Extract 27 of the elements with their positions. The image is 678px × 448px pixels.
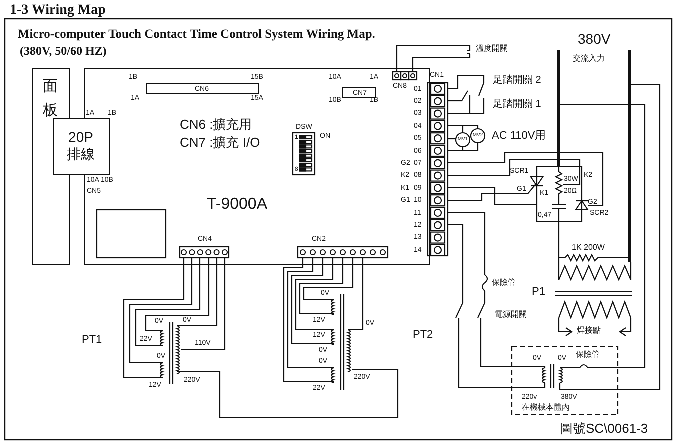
transformer-label: PT2	[413, 330, 434, 341]
transformer-label: PT1	[82, 335, 102, 346]
voltage-label: AC 110V用	[492, 131, 546, 142]
voltage-label: 380V	[578, 32, 611, 46]
board-model-label: T-9000A	[207, 195, 268, 214]
subtitle-text: Micro-computer Touch Contact Time Control System Wiring Map.	[18, 28, 376, 40]
spec-text: (380V, 50/60 HZ)	[20, 45, 107, 57]
input-label: 交流入力	[573, 55, 605, 63]
note-text: 焊接點	[577, 327, 601, 335]
drawing-number: 圖號SC\0061-3	[560, 422, 648, 435]
component-label: 保險管	[576, 351, 600, 359]
switch-label: 電源開關	[495, 311, 527, 319]
cable-label: 20P 排線	[66, 129, 96, 163]
connector-box	[342, 87, 376, 98]
connector-note: CN7 :擴充 I/O	[180, 136, 260, 149]
switch-label: 足踏開關 2	[493, 76, 542, 86]
panel-label: 面板	[43, 77, 59, 121]
ribbon-cable-box	[53, 118, 110, 175]
component-label: 保險管	[492, 279, 516, 287]
note-text: 在機械本體內	[522, 404, 570, 412]
section-title: 1-3 Wiring Map	[10, 3, 106, 19]
component-label: P1	[532, 287, 546, 298]
switch-label: 足踏開關 1	[493, 100, 542, 110]
connector-note: CN6 :擴充用	[180, 118, 252, 131]
switch-label: 溫度開關	[476, 45, 508, 53]
component-label: 1K 200W	[572, 244, 605, 252]
connector-box	[146, 83, 259, 94]
